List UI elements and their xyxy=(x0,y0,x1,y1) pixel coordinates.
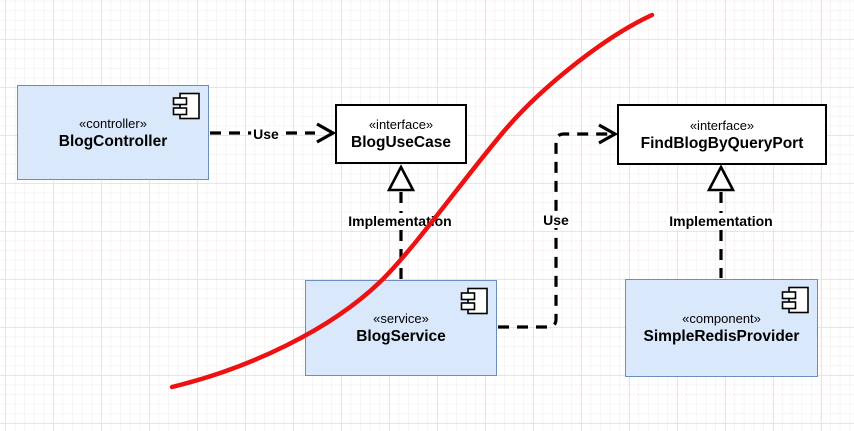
edge-label-use-1[interactable]: Use xyxy=(251,126,281,142)
node-name: SimpleRedisProvider xyxy=(643,328,800,345)
node-simpleredisprovider[interactable]: «component» SimpleRedisProvider xyxy=(625,279,818,377)
edge-label-implementation-2[interactable]: Implementation xyxy=(667,213,775,229)
node-stereotype: «interface» xyxy=(689,117,755,133)
node-stereotype: «interface» xyxy=(368,117,434,132)
uml-component-icon xyxy=(172,92,200,120)
hollow-triangle-icon xyxy=(386,164,416,192)
node-stereotype: «component» xyxy=(682,311,761,326)
node-stereotype: «controller» xyxy=(79,115,147,131)
uml-component-icon xyxy=(781,286,809,314)
node-blogcontroller[interactable]: «controller» BlogController xyxy=(17,85,209,180)
node-findblogbyqueryport[interactable]: «interface» FindBlogByQueryPort xyxy=(617,104,827,165)
uml-component-icon xyxy=(460,287,488,315)
edge-implementation-redis-findblog[interactable] xyxy=(706,164,736,278)
node-name: BlogService xyxy=(356,328,446,345)
edge-label-use-2[interactable]: Use xyxy=(541,212,571,228)
hollow-triangle-icon xyxy=(706,164,736,192)
node-name: FindBlogByQueryPort xyxy=(640,134,804,152)
node-blogservice[interactable]: «service» BlogService xyxy=(305,280,497,376)
node-name: BlogController xyxy=(58,132,168,150)
node-name: BlogUseCase xyxy=(351,134,451,151)
edge-label-implementation-1[interactable]: Implementation xyxy=(346,213,454,229)
open-arrow-icon xyxy=(316,122,337,144)
node-stereotype: «service» xyxy=(373,311,429,326)
node-blogusecase[interactable]: «interface» BlogUseCase xyxy=(335,104,467,164)
